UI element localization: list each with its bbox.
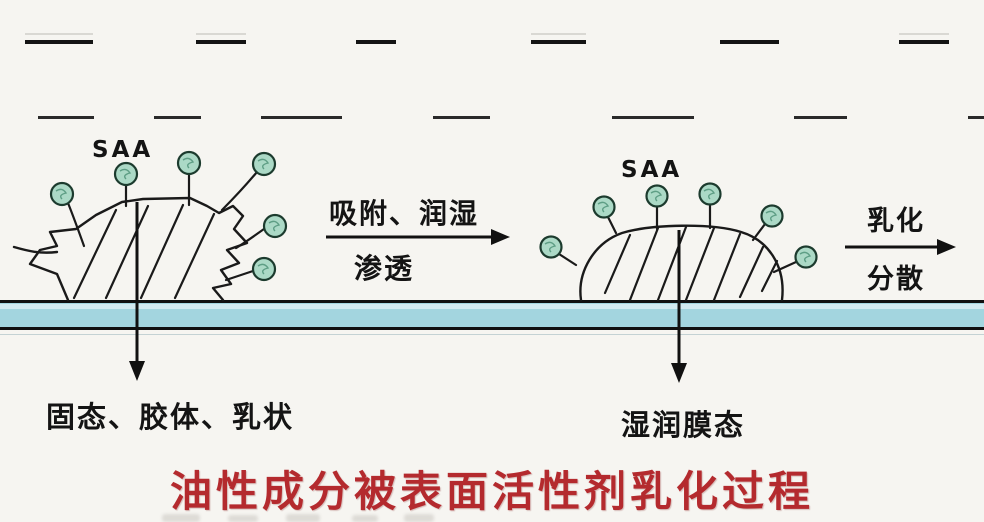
penetration-label: 渗透 [353, 253, 414, 284]
surfactant-molecules-left [49, 150, 288, 282]
surface-bar [0, 300, 984, 335]
emulsify-label: 乳化 [867, 206, 925, 236]
state-label-left: 固态、胶体、乳状 [46, 402, 295, 434]
disperse-label: 分散 [867, 264, 925, 294]
surfactant-molecules-right [539, 182, 818, 274]
process-arrow-adsorption [326, 229, 510, 245]
saa-label-right: SAA [621, 157, 683, 183]
hatch-lines-left [72, 203, 216, 300]
down-arrow-left [129, 202, 145, 381]
blob-crack-line [12, 245, 59, 254]
diagram-title: 油性成分被表面活性剂乳化过程 [169, 468, 814, 515]
wetted-film-dome [579, 224, 784, 302]
state-label-right: 湿润膜态 [621, 410, 746, 442]
down-arrow-right [671, 230, 687, 383]
hatch-lines-right [603, 225, 779, 302]
adsorption-wetting-label: 吸附、润湿 [328, 198, 479, 229]
saa-label-left: SAA [92, 137, 154, 163]
process-arrow-emulsify [845, 239, 956, 255]
upper-dashed-line-row [25, 33, 949, 44]
lower-dashed-line-row [38, 116, 984, 119]
oil-solid-blob [12, 196, 249, 302]
